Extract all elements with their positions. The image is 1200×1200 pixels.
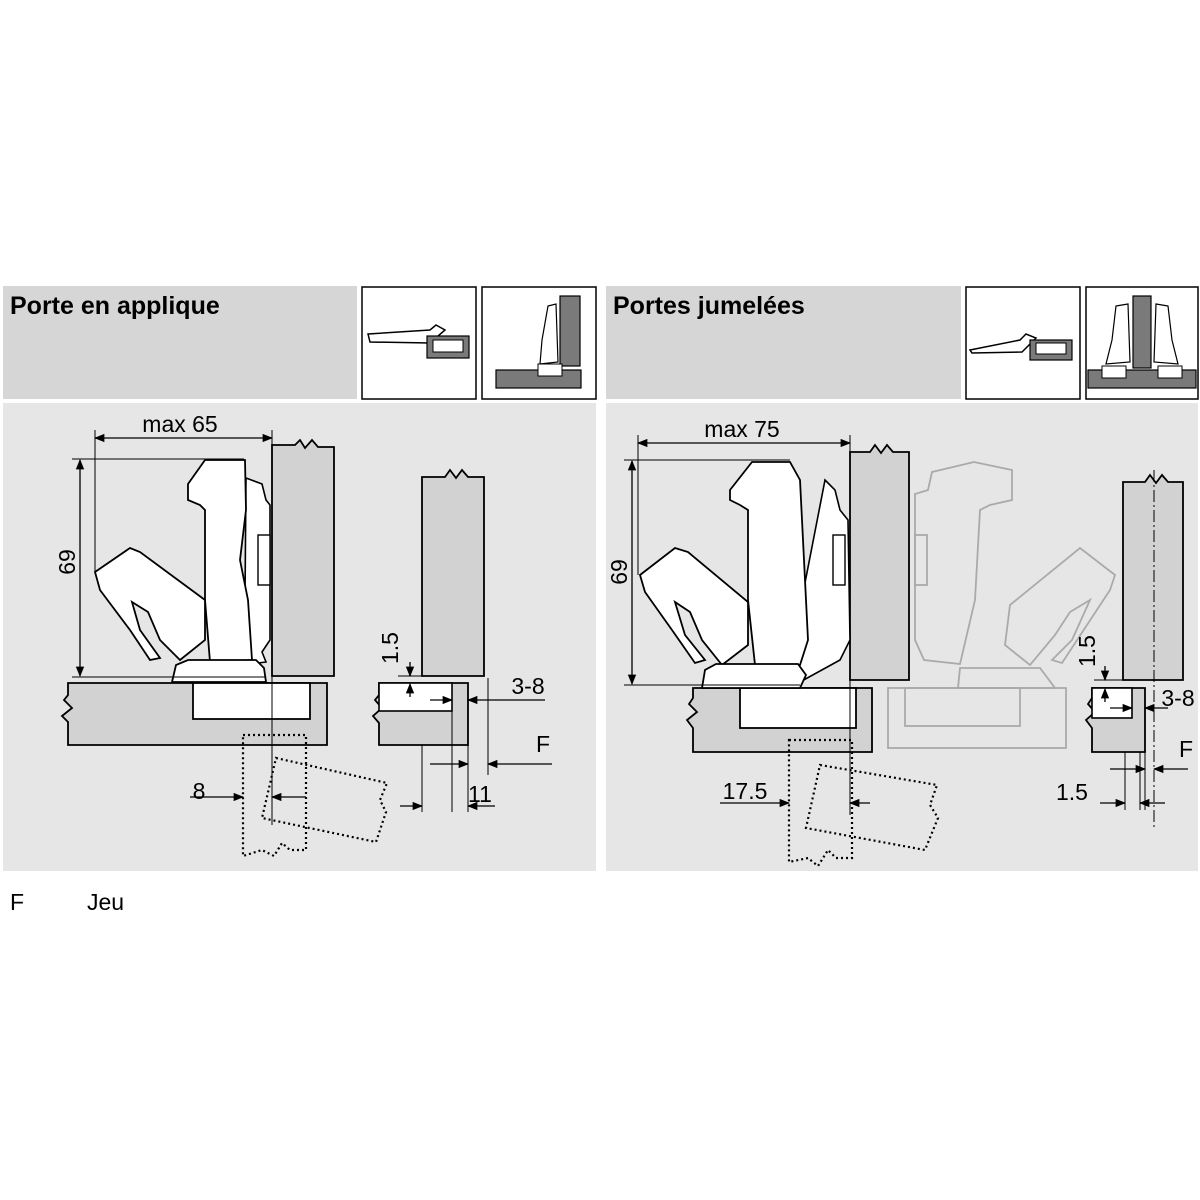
left-dim-offset: 8	[193, 778, 206, 804]
right-hinge-link	[638, 547, 749, 667]
right-header-bg	[606, 286, 961, 399]
right-header: Portes jumelées	[606, 286, 1199, 400]
left-open-door-dotted	[241, 733, 308, 858]
left-hinge-base	[170, 659, 268, 683]
left-thumb-top-icon	[481, 286, 597, 400]
left-mounting-plate	[192, 682, 311, 720]
right-panel: max 75 69 17.5 1.5 3-8 F 1.5	[606, 403, 1198, 871]
left-dim-gap-top: 1.5	[377, 632, 403, 664]
right-dim-gap-bottom: 1.5	[1056, 779, 1088, 805]
left-dim-width: max 65	[142, 411, 217, 437]
left-panel: max 65 69 8 1.5 3-8 F 11	[3, 403, 596, 871]
left-open-door-rotated	[260, 756, 389, 844]
left-header-bg	[3, 286, 357, 399]
left-door	[271, 438, 335, 677]
right-mounting-plate	[739, 687, 857, 729]
right-dim-offset: 17.5	[723, 778, 768, 804]
right-dim-height: 69	[606, 559, 632, 585]
left-thumb-side-icon	[361, 286, 477, 400]
right-title: Portes jumelées	[613, 292, 805, 320]
left-detail-door	[421, 468, 485, 677]
right-door	[849, 443, 910, 681]
left-header: Porte en applique	[3, 286, 597, 400]
legend-label: Jeu	[87, 889, 124, 915]
right-dim-width: max 75	[704, 416, 779, 442]
left-title: Porte en applique	[10, 292, 220, 320]
left-dim-overlay: 3-8	[511, 673, 544, 699]
right-dim-overlay: 3-8	[1161, 685, 1194, 711]
right-dim-gap-top: 1.5	[1074, 635, 1100, 667]
legend-key: F	[10, 889, 24, 915]
right-hinge-base	[700, 663, 808, 689]
left-dim-thickness: 11	[468, 781, 492, 807]
legend: F Jeu	[10, 889, 124, 915]
right-thumb-side-icon	[965, 286, 1081, 400]
right-thumb-top-icon	[1085, 286, 1199, 400]
left-hinge-link	[93, 546, 206, 662]
left-dim-height: 69	[54, 549, 80, 575]
right-detail-plate	[1091, 687, 1133, 719]
left-detail-plate	[378, 682, 453, 712]
right-detail-door	[1122, 473, 1184, 681]
right-dim-play: F	[1179, 736, 1193, 762]
right-open-door-rotated	[804, 763, 940, 852]
left-dim-play: F	[536, 731, 550, 757]
right-ghost-hinge	[887, 461, 1117, 749]
